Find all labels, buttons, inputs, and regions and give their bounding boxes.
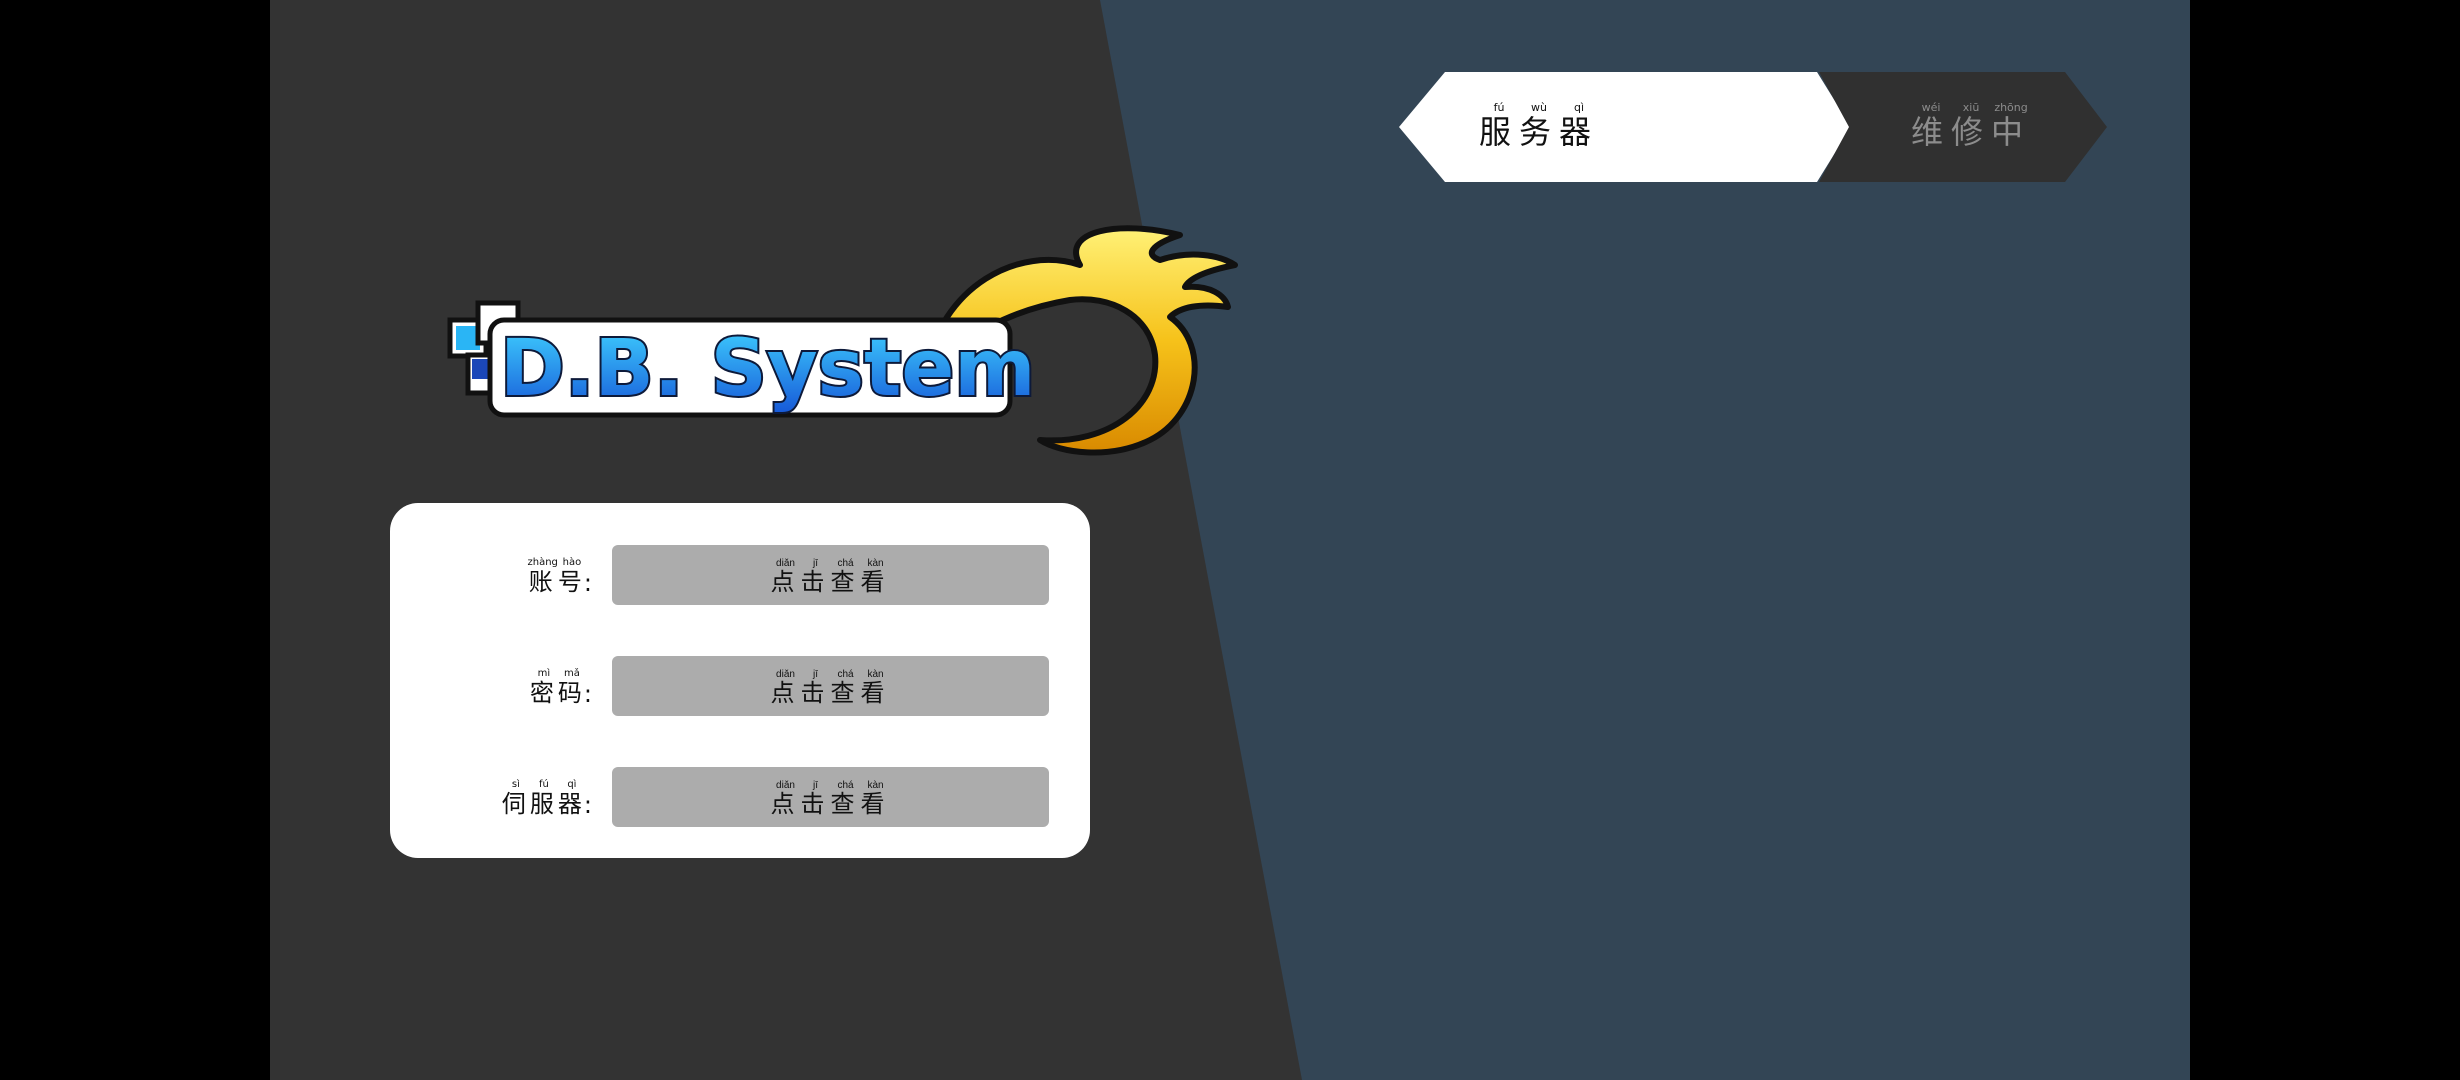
pinyin-annotation: zhàng xyxy=(527,557,558,568)
account-view-button[interactable]: 点diǎn击jī查chá看kàn xyxy=(612,545,1049,605)
hanzi-char: 修xiū xyxy=(1951,100,1992,151)
hanzi-char: 看kàn xyxy=(860,558,891,596)
hanzi-char: 击jī xyxy=(800,669,831,707)
account-row: 账zhàng号hào: 点diǎn击jī查chá看kàn xyxy=(390,545,1090,607)
hanzi-char: 点diǎn xyxy=(770,558,801,596)
hanzi-char: 查chá xyxy=(830,558,861,596)
password-row: 密mì码mǎ: 点diǎn击jī查chá看kàn xyxy=(390,656,1090,718)
pinyin-annotation: fú xyxy=(1479,100,1520,114)
hanzi-char: 击jī xyxy=(800,558,831,596)
hanzi-char: 点diǎn xyxy=(770,669,801,707)
hanzi-char: 务wù xyxy=(1519,100,1560,151)
pinyin-annotation: diǎn xyxy=(770,780,801,791)
right-panel-shape xyxy=(1100,0,2190,1080)
pinyin-annotation: sì xyxy=(501,779,530,790)
flame-swirl-icon xyxy=(922,225,1238,456)
server-label: 伺sì服fú器qì: xyxy=(501,779,596,819)
pinyin-annotation: mì xyxy=(529,668,558,679)
pinyin-annotation: jī xyxy=(800,669,831,680)
pinyin-annotation: wéi xyxy=(1911,100,1952,114)
pinyin-annotation: hào xyxy=(557,557,586,568)
pinyin-annotation: wù xyxy=(1519,100,1560,114)
hanzi-char: 看kàn xyxy=(860,780,891,818)
pinyin-annotation: diǎn xyxy=(770,669,801,680)
pinyin-annotation: chá xyxy=(830,780,861,791)
hanzi-char: 点diǎn xyxy=(770,780,801,818)
hanzi-char: 维wéi xyxy=(1911,100,1952,151)
pinyin-annotation: qì xyxy=(557,779,586,790)
tab-maintenance-label: 维wéi修xiū中zhōng xyxy=(1911,72,2031,182)
hanzi-char: 器qì xyxy=(557,779,586,818)
pinyin-annotation: xiū xyxy=(1951,100,1992,114)
pinyin-annotation: diǎn xyxy=(770,558,801,569)
server-view-button[interactable]: 点diǎn击jī查chá看kàn xyxy=(612,767,1049,827)
pinyin-annotation: kàn xyxy=(860,558,891,569)
hanzi-char: 账zhàng xyxy=(527,557,558,596)
server-row: 伺sì服fú器qì: 点diǎn击jī查chá看kàn xyxy=(390,767,1090,829)
logo-text: D.B. System xyxy=(500,324,1036,414)
password-view-button[interactable]: 点diǎn击jī查chá看kàn xyxy=(612,656,1049,716)
hanzi-char: 器qì xyxy=(1559,100,1600,151)
pinyin-annotation: zhōng xyxy=(1991,100,2032,114)
hanzi-char: 号hào xyxy=(557,557,586,596)
pinyin-annotation: fú xyxy=(529,779,558,790)
login-card: 账zhàng号hào: 点diǎn击jī查chá看kàn 密mì码mǎ: 点di… xyxy=(390,503,1090,858)
pinyin-annotation: chá xyxy=(830,558,861,569)
login-screen: D.B. System 账zhàng号hào: 点diǎn击jī查chá看kàn… xyxy=(270,0,2190,1080)
hanzi-char: 伺sì xyxy=(501,779,530,818)
password-label: 密mì码mǎ: xyxy=(529,668,596,708)
pinyin-annotation: jī xyxy=(800,558,831,569)
hanzi-char: 查chá xyxy=(830,669,861,707)
hanzi-char: 中zhōng xyxy=(1991,100,2032,151)
right-panel-background xyxy=(1100,0,2190,1080)
pinyin-annotation: chá xyxy=(830,669,861,680)
hanzi-char: 服fú xyxy=(1479,100,1520,151)
pinyin-annotation: jī xyxy=(800,780,831,791)
db-system-logo: D.B. System xyxy=(447,225,1238,456)
hanzi-char: 击jī xyxy=(800,780,831,818)
tab-server-label: 服fú务wù器qì xyxy=(1479,72,1599,182)
hanzi-char: 服fú xyxy=(529,779,558,818)
hanzi-char: 密mì xyxy=(529,668,558,707)
tab-maintenance[interactable]: 维wéi修xiū中zhōng xyxy=(1819,72,2107,182)
pinyin-annotation: kàn xyxy=(860,780,891,791)
hanzi-char: 查chá xyxy=(830,780,861,818)
hanzi-char: 看kàn xyxy=(860,669,891,707)
pinyin-annotation: qì xyxy=(1559,100,1600,114)
hanzi-char: 码mǎ xyxy=(557,668,586,707)
pinyin-annotation: kàn xyxy=(860,669,891,680)
account-label: 账zhàng号hào: xyxy=(527,557,596,597)
pinyin-annotation: mǎ xyxy=(557,668,586,679)
tab-server[interactable]: 服fú务wù器qì xyxy=(1399,72,1851,182)
